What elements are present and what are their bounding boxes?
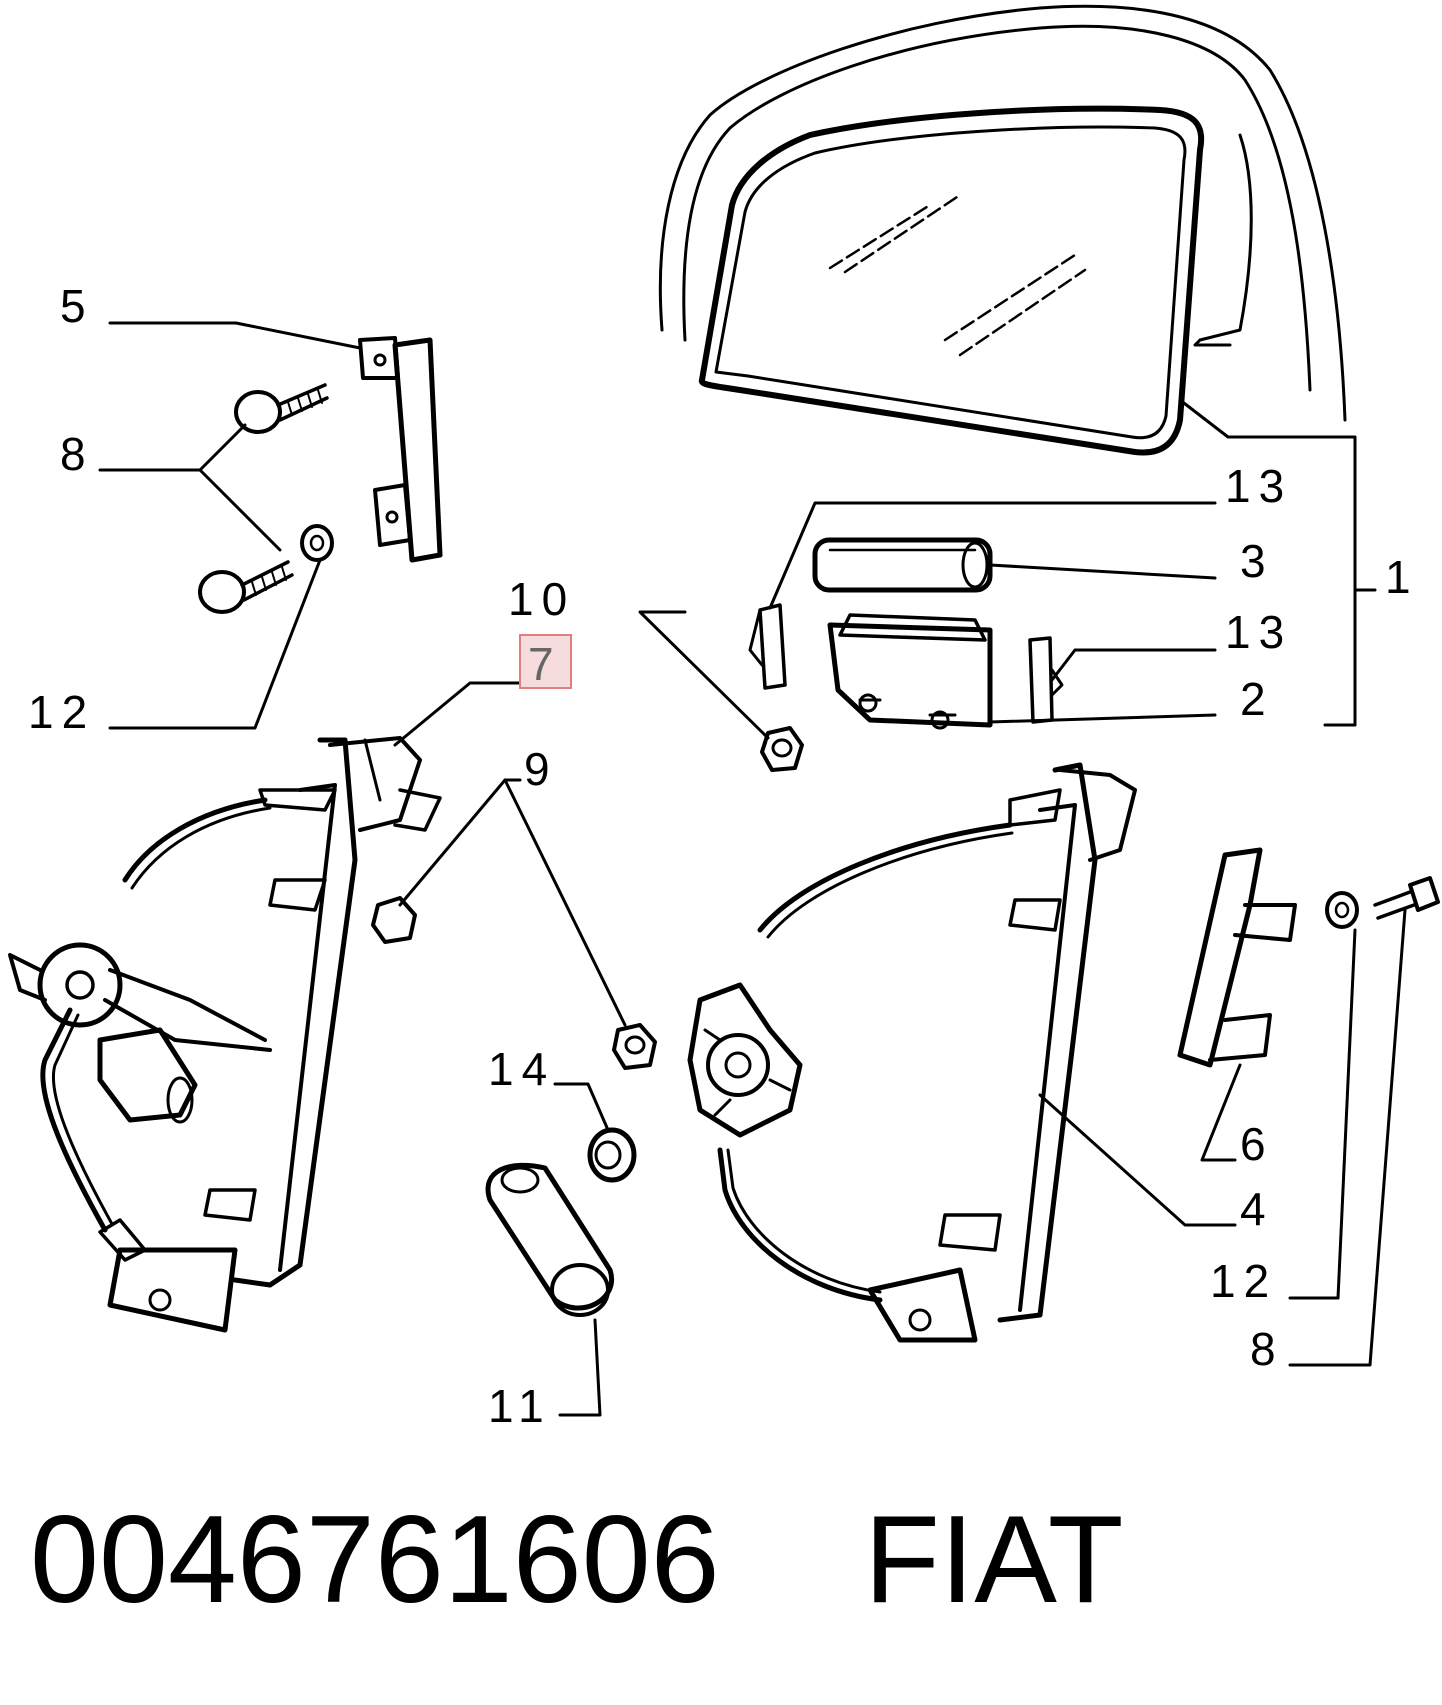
- window-regulator-part-4: [687, 762, 1137, 1343]
- part-caption: 0046761606 FIAT: [30, 1490, 1124, 1630]
- callout-3: 3: [1240, 535, 1274, 587]
- callout-8-right: 8: [1250, 1323, 1284, 1375]
- callout-13-upper: 13: [1225, 460, 1292, 512]
- screw-part-8-lower: [198, 560, 294, 614]
- callout-10: 10: [508, 573, 575, 625]
- window-glass: [698, 105, 1205, 456]
- leader-lines: [98, 321, 1407, 1417]
- callout-9: 9: [524, 743, 558, 795]
- seal-part-3: [812, 537, 993, 593]
- washer-part-12-upper: [300, 524, 334, 562]
- crank-handle-part-11: [485, 1162, 615, 1317]
- window-regulator-part-7: [8, 736, 442, 1333]
- callout-8-upper: 8: [60, 428, 94, 480]
- callout-labels: 5 8 12 7 10 9 14 11 13 3 1 13 2 6 4 12 8: [28, 280, 1419, 1432]
- grommet-part-14: [587, 1127, 637, 1183]
- callout-12-right: 12: [1210, 1255, 1277, 1307]
- part-number: 0046761606: [30, 1491, 720, 1629]
- callout-7: 7: [528, 638, 562, 690]
- clip-part-13-left: [748, 603, 787, 690]
- nut-part-9-lower: [612, 1023, 657, 1070]
- screw-part-8-right: [1373, 876, 1440, 920]
- door-frame: [658, 4, 1347, 422]
- callout-1: 1: [1385, 551, 1419, 603]
- glass-carrier-part-2: [827, 613, 993, 730]
- callout-6: 6: [1240, 1118, 1274, 1170]
- callout-2: 2: [1240, 673, 1274, 725]
- nut-part-10: [760, 726, 804, 772]
- callout-4: 4: [1240, 1183, 1274, 1235]
- guide-rail-part-5: [358, 336, 443, 563]
- clip-part-13-right: [1028, 636, 1064, 724]
- guide-rail-part-6: [1177, 847, 1297, 1068]
- screw-part-8-upper: [234, 383, 329, 434]
- brand-name: FIAT: [864, 1491, 1124, 1629]
- callout-11: 11: [488, 1380, 552, 1432]
- callout-13-lower: 13: [1225, 606, 1292, 658]
- nut-part-9-upper: [371, 896, 417, 944]
- callout-7-highlight: [519, 634, 572, 689]
- callout-14: 14: [488, 1043, 555, 1095]
- callout-5: 5: [60, 280, 94, 332]
- washer-part-12-lower: [1325, 891, 1359, 929]
- callout-12-left: 12: [28, 686, 95, 738]
